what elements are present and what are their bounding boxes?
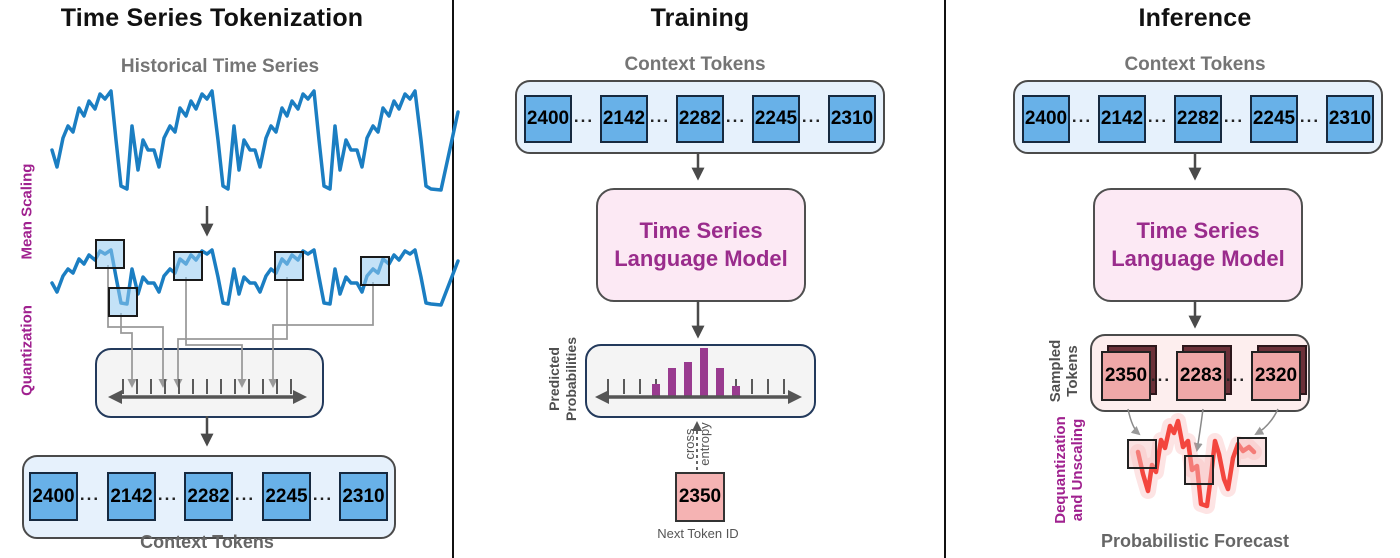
context-token: 2142 bbox=[1098, 95, 1146, 143]
context-tokens-label: Context Tokens bbox=[624, 54, 766, 75]
panel-divider-1 bbox=[452, 0, 454, 558]
context-token: 2310 bbox=[828, 95, 876, 143]
ellipsis: ... bbox=[1223, 107, 1245, 126]
context-token: 2282 bbox=[184, 472, 233, 521]
time-series-language-model-box: Time Series Language Model bbox=[1093, 188, 1303, 302]
sampled-token: 2320 bbox=[1251, 345, 1307, 401]
context-tokens-label: Context Tokens bbox=[1124, 54, 1266, 75]
model-label-line2: Language Model bbox=[614, 246, 788, 271]
model-label-line1: Time Series bbox=[639, 218, 763, 243]
context-token: 2400 bbox=[29, 472, 78, 521]
ellipsis: ... bbox=[312, 485, 334, 504]
context-token: 2245 bbox=[752, 95, 800, 143]
ellipsis: ... bbox=[801, 107, 823, 126]
quantized-point-marker bbox=[95, 239, 125, 269]
next-token-id-box: 2350 bbox=[675, 472, 725, 522]
sampled-token: 2283 bbox=[1176, 345, 1232, 401]
tokenization-title: Time Series Tokenization bbox=[60, 4, 364, 32]
dequantization-unscaling-label: Dequantization and Unscaling bbox=[1052, 416, 1086, 524]
model-label-line1: Time Series bbox=[1136, 218, 1260, 243]
context-token: 2400 bbox=[1022, 95, 1070, 143]
context-token: 2310 bbox=[1326, 95, 1374, 143]
time-series-language-model-box: Time Series Language Model bbox=[596, 188, 806, 302]
ellipsis: ... bbox=[649, 107, 671, 126]
probabilistic-forecast-label: Probabilistic Forecast bbox=[1100, 531, 1290, 551]
quantization-bins-box bbox=[95, 348, 324, 418]
ellipsis: ... bbox=[1299, 107, 1321, 126]
context-token: 2400 bbox=[524, 95, 572, 143]
next-token-id-caption: Next Token ID bbox=[657, 526, 739, 541]
historical-series-label: Historical Time Series bbox=[120, 56, 320, 77]
sampled-tokens-label: Sampled Tokens bbox=[1047, 339, 1081, 403]
model-label-line2: Language Model bbox=[1111, 246, 1285, 271]
context-token: 2245 bbox=[262, 472, 311, 521]
cross-entropy-label: cross entropy bbox=[682, 422, 712, 466]
ellipsis: ... bbox=[1147, 107, 1169, 126]
context-tokens-label: Context Tokens bbox=[140, 532, 274, 552]
ellipsis: ... bbox=[1225, 366, 1247, 385]
ellipsis: ... bbox=[79, 485, 101, 504]
ellipsis: ... bbox=[1071, 107, 1093, 126]
ellipsis: ... bbox=[1150, 366, 1172, 385]
predicted-probabilities-box bbox=[585, 344, 816, 418]
quantized-point-marker bbox=[360, 256, 390, 286]
context-token: 2310 bbox=[339, 472, 388, 521]
quantized-point-marker bbox=[274, 251, 304, 281]
context-token: 2142 bbox=[107, 472, 156, 521]
inference-title: Inference bbox=[1138, 4, 1252, 32]
predicted-probabilities-label: Predicted Probabilities bbox=[546, 336, 579, 422]
ellipsis: ... bbox=[725, 107, 747, 126]
mean-scaling-label: Mean Scaling bbox=[18, 163, 36, 260]
dequantized-point-marker bbox=[1184, 455, 1214, 485]
quantized-point-marker bbox=[108, 287, 138, 317]
quantized-point-marker bbox=[173, 251, 203, 281]
ellipsis: ... bbox=[234, 485, 256, 504]
context-token: 2142 bbox=[600, 95, 648, 143]
ellipsis: ... bbox=[573, 107, 595, 126]
context-token: 2282 bbox=[676, 95, 724, 143]
ellipsis: ... bbox=[157, 485, 179, 504]
context-token: 2245 bbox=[1250, 95, 1298, 143]
dequantized-point-marker bbox=[1237, 437, 1267, 467]
training-title: Training bbox=[650, 4, 750, 32]
sampled-token: 2350 bbox=[1101, 345, 1157, 401]
dequantized-point-marker bbox=[1127, 439, 1157, 469]
panel-divider-2 bbox=[944, 0, 946, 558]
context-token: 2282 bbox=[1174, 95, 1222, 143]
quantization-label: Quantization bbox=[18, 305, 36, 396]
historical-series-line bbox=[50, 89, 460, 192]
